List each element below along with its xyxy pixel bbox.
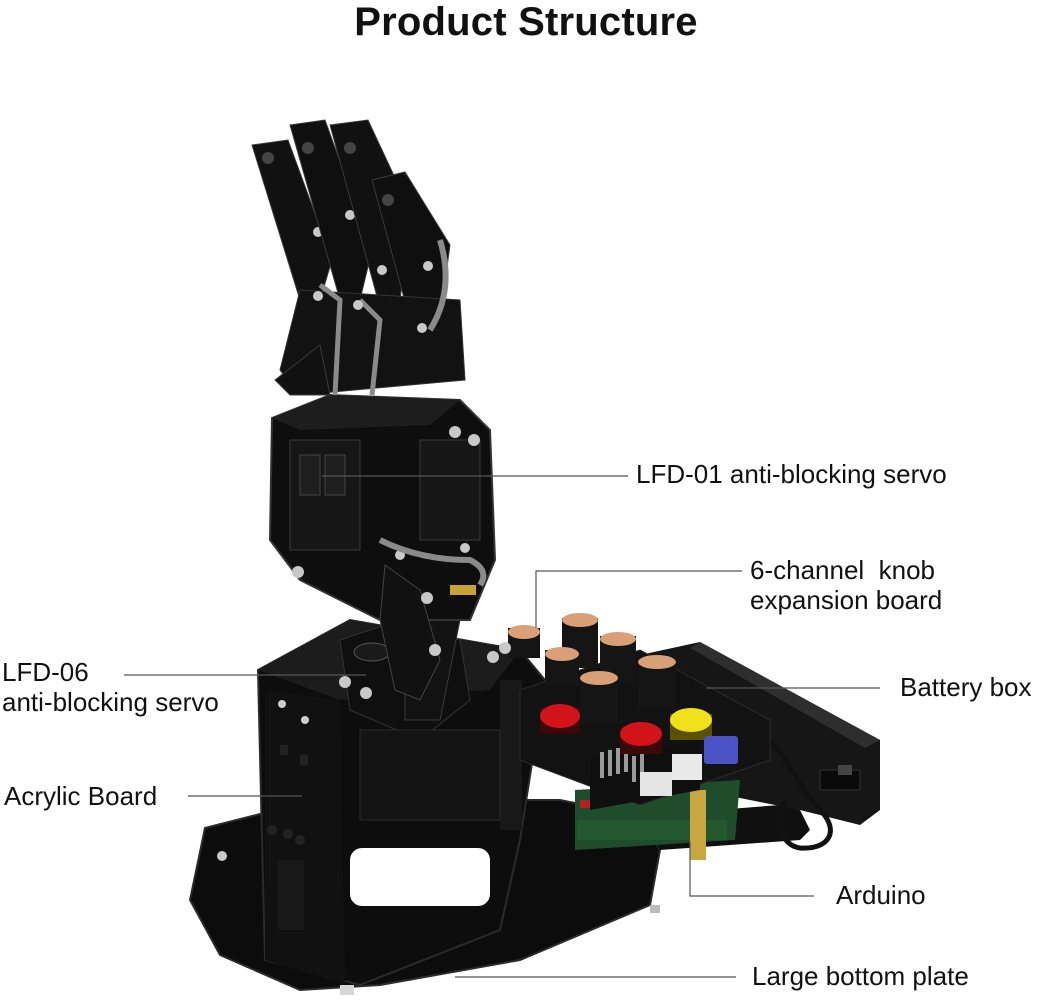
palm-servo xyxy=(268,393,497,701)
page-title: Product Structure xyxy=(354,0,698,44)
knob-expansion-board xyxy=(508,613,771,810)
knob xyxy=(580,671,618,724)
label-battery-box: Battery box xyxy=(900,672,1032,702)
label-arduino: Arduino xyxy=(836,880,926,910)
label-lfd-06-line2: anti-blocking servo xyxy=(2,687,219,717)
screw xyxy=(217,851,227,861)
label-lfd-06-line1: LFD-06 xyxy=(2,657,89,687)
fingers xyxy=(251,119,466,396)
red-button xyxy=(540,704,580,734)
arduino-board xyxy=(575,780,740,860)
finger xyxy=(289,119,373,301)
red-button xyxy=(620,722,662,754)
label-knob-board-line1: 6-channel knob xyxy=(750,555,936,585)
yellow-button xyxy=(670,708,712,740)
knob xyxy=(545,647,579,686)
knob xyxy=(600,632,636,682)
label-knob-board-line2: expansion board xyxy=(750,585,943,615)
dip-switch xyxy=(704,736,738,764)
leader-lines xyxy=(124,475,880,978)
finger xyxy=(251,139,333,301)
knob xyxy=(508,625,540,658)
label-acrylic-board: Acrylic Board xyxy=(4,781,158,811)
leader-line-knob-board xyxy=(535,570,742,628)
label-lfd-01-servo: LFD-01 anti-blocking servo xyxy=(636,459,947,489)
leader-line-arduino xyxy=(689,842,814,897)
pin-header xyxy=(600,746,644,782)
label-bottom-plate: Large bottom plate xyxy=(752,961,969,991)
knob xyxy=(638,655,676,708)
